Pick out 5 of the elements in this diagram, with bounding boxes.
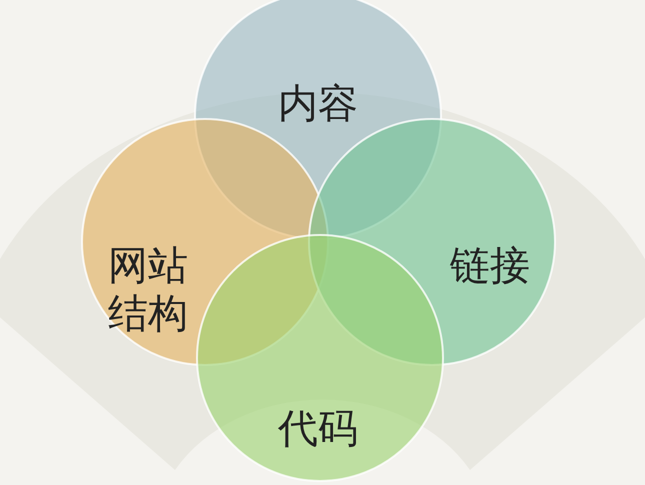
circle-label: 内容 [277,80,359,128]
circle-label: 网站结构 [107,242,189,338]
circle-label: 代码 [277,405,359,453]
circle-label: 链接 [449,242,531,290]
venn-circle [196,234,444,482]
